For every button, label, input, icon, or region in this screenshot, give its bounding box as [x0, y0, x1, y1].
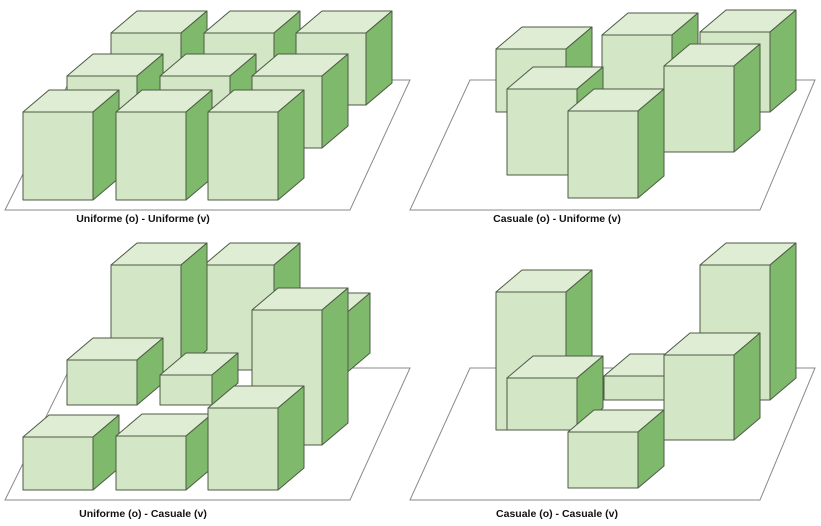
panel-caption: Uniforme (o) - Uniforme (v): [76, 213, 210, 225]
box-group: [22, 242, 371, 491]
box: [22, 414, 120, 491]
box: [663, 332, 761, 441]
box-front-face: [159, 374, 213, 406]
box-front-face: [506, 377, 578, 431]
panel-uniform-random: Uniforme (o) - Casuale (v): [4, 242, 411, 520]
box: [506, 355, 604, 431]
box-group: [495, 242, 797, 489]
panel-caption: Uniforme (o) - Casuale (v): [79, 508, 207, 520]
panel-caption: Casuale (o) - Casuale (v): [496, 508, 618, 520]
box: [567, 88, 665, 199]
box-front-face: [22, 111, 94, 201]
box-side-face: [321, 287, 349, 446]
box: [207, 385, 305, 491]
box-front-face: [567, 431, 639, 489]
box-front-face: [115, 111, 187, 201]
box: [207, 89, 305, 201]
box-front-face: [601, 34, 673, 93]
box-side-face: [769, 242, 797, 401]
box: [22, 89, 120, 201]
box-group: [495, 9, 797, 199]
panel-random-uniform: Casuale (o) - Uniforme (v): [409, 9, 816, 225]
box: [567, 409, 665, 489]
box-front-face: [207, 111, 279, 201]
box: [115, 413, 213, 491]
box-front-face: [66, 359, 138, 406]
box-front-face: [663, 354, 735, 441]
box: [663, 43, 761, 153]
box: [115, 89, 213, 201]
box-front-face: [663, 65, 735, 153]
box-front-face: [207, 407, 279, 491]
box: [66, 337, 164, 406]
box-front-face: [603, 375, 665, 401]
panel-random-random: Casuale (o) - Casuale (v): [409, 242, 816, 520]
box-front-face: [115, 435, 187, 491]
panel-caption: Casuale (o) - Uniforme (v): [493, 213, 621, 225]
box-front-face: [567, 110, 639, 199]
panel-uniform-uniform: Uniforme (o) - Uniforme (v): [4, 10, 411, 225]
box-front-face: [506, 88, 578, 176]
box-group: [22, 10, 393, 201]
box: [159, 352, 239, 406]
box-front-face: [22, 436, 94, 491]
